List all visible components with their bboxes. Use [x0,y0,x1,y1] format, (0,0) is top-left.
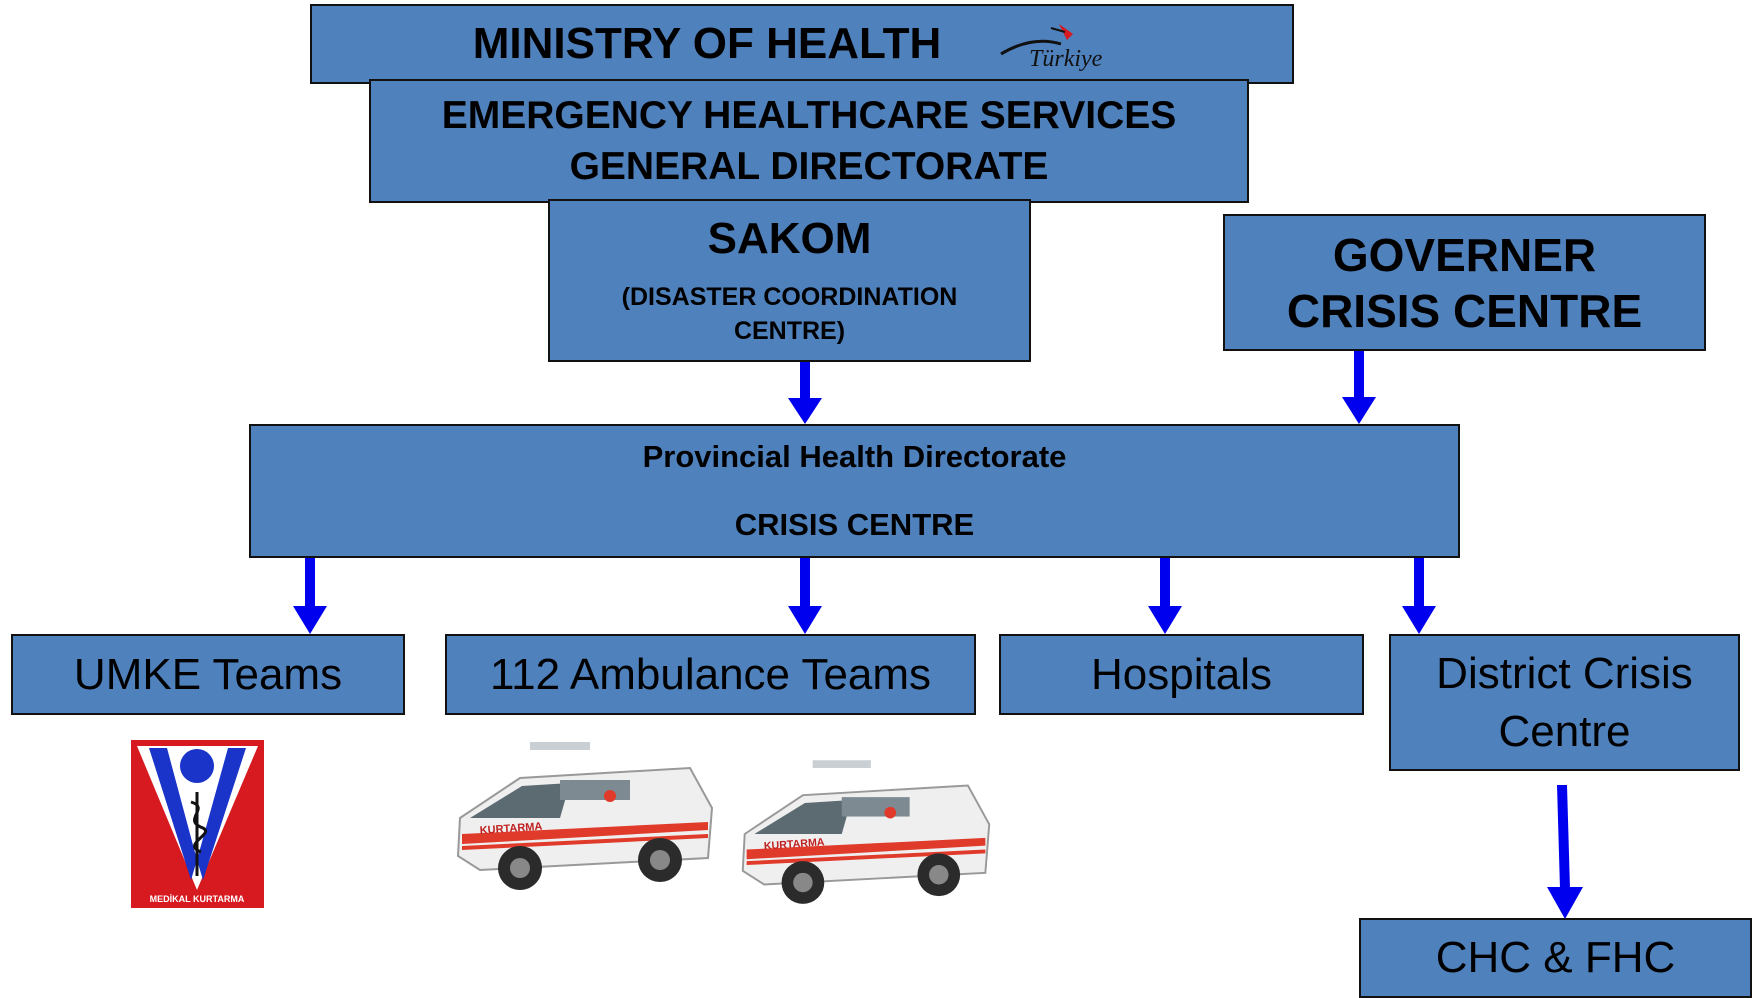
ministry-box: MINISTRY OF HEALTH Türkiye [310,4,1294,84]
ambulance-teams-box: 112 Ambulance Teams [445,634,976,715]
district-crisis-box: District Crisis Centre [1389,634,1740,771]
provincial-line2: CRISIS CENTRE [734,507,975,542]
ambulance-icon: KURTARMA [741,760,991,904]
governer-line2: CRISIS CENTRE [1286,284,1643,337]
turkiye-logo-icon: Türkiye [1000,24,1103,72]
directorate-line2: GENERAL DIRECTORATE [569,145,1049,188]
turkiye-logo-text: Türkiye [1029,46,1103,72]
directorate-box: EMERGENCY HEALTHCARE SERVICES GENERAL DI… [369,79,1249,203]
ambulance-teams-label: 112 Ambulance Teams [489,649,932,699]
arrow-provincial-to-umke [293,558,327,634]
umke-logo-caption: MEDİKAL KURTARMA [150,894,245,904]
provincial-line1: Provincial Health Directorate [642,439,1067,474]
ministry-title: MINISTRY OF HEALTH [472,19,942,68]
sakom-box: SAKOM (DISASTER COORDINATION CENTRE) [548,199,1031,362]
arrow-provincial-to-district [1402,558,1436,634]
arrow-sakom-to-provincial [788,362,822,424]
arrow-governer-to-provincial [1342,351,1376,424]
governer-box: GOVERNER CRISIS CENTRE [1223,214,1706,351]
provincial-box: Provincial Health Directorate CRISIS CEN… [249,424,1460,558]
directorate-line1: EMERGENCY HEALTHCARE SERVICES [441,94,1177,137]
hospitals-label: Hospitals [1091,649,1272,699]
arrow-district-to-chc [1547,785,1583,919]
arrow-provincial-to-ambulance [788,558,822,634]
sakom-subtitle-line1: (DISASTER COORDINATION [621,282,958,311]
hospitals-box: Hospitals [999,634,1364,715]
ambulance-side-text: KURTARMA [763,836,825,852]
sakom-subtitle-line2: CENTRE) [733,316,846,345]
chc-fhc-label: CHC & FHC [1435,933,1676,982]
umke-teams-label: UMKE Teams [73,649,343,699]
ambulance-icon: KURTARMA [456,742,714,890]
umke-teams-box: UMKE Teams [11,634,405,715]
governer-line1: GOVERNER [1332,228,1597,281]
district-line2: Centre [1498,706,1631,756]
sakom-title: SAKOM [707,213,872,263]
umke-logo-icon: MEDİKAL KURTARMA [131,740,264,908]
district-line1: District Crisis [1436,648,1693,698]
arrow-provincial-to-hospitals [1148,558,1182,634]
ambulance-side-text: KURTARMA [479,821,542,837]
chc-fhc-box: CHC & FHC [1359,918,1752,998]
